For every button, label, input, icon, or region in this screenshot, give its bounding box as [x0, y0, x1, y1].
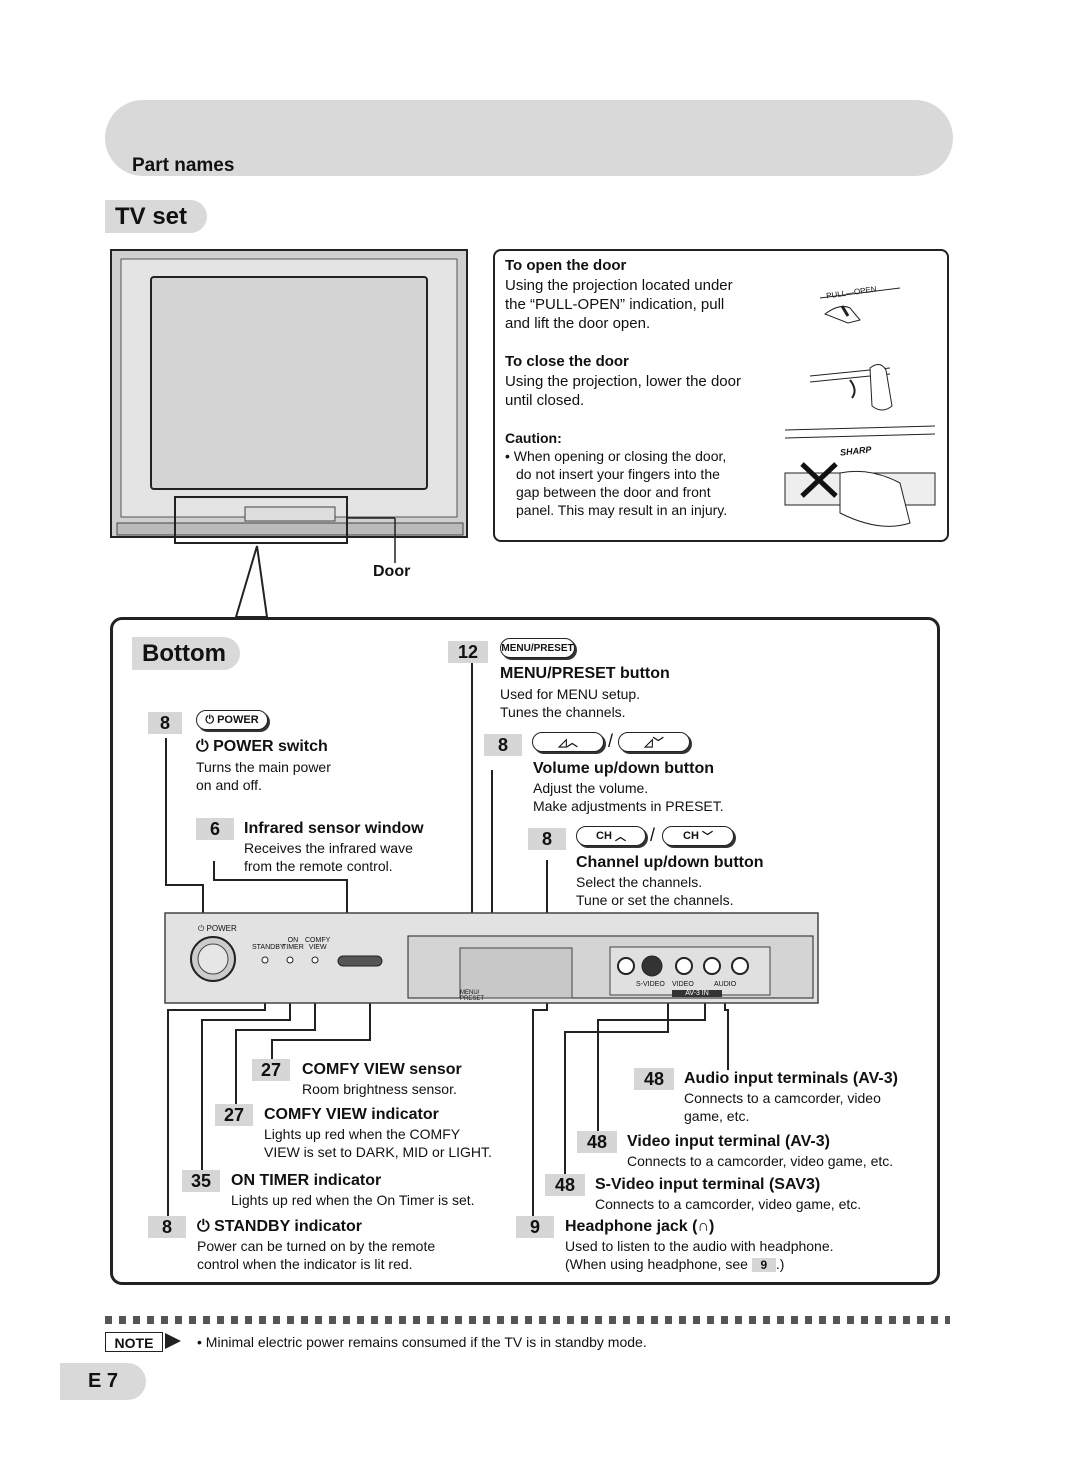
bottom-panel-diagram — [164, 660, 819, 1230]
power-page-ref: 8 — [148, 712, 182, 734]
panel-menu-preset-label: MENU/ PRESET — [460, 990, 485, 1002]
caution-text: • When opening or closing the door, do n… — [505, 448, 728, 518]
menu-page-ref: 12 — [448, 641, 488, 663]
door-info-box — [493, 249, 949, 542]
menu-text: Used for MENU setup.Tunes the channels. — [500, 686, 641, 720]
on-timer-text: Lights up red when the On Timer is set. — [231, 1192, 475, 1208]
panel-audio-label: AUDIO — [714, 981, 737, 988]
slash-separator: / — [650, 825, 656, 845]
standby-page-ref: 8 — [148, 1216, 186, 1238]
menu-preset-button-icon: MENU/PRESET — [500, 638, 575, 658]
volume-title: Volume up/down button — [533, 760, 714, 777]
section-title: Part names — [132, 155, 235, 176]
tvset-title: TV set — [105, 200, 207, 233]
header-bar — [105, 100, 953, 176]
door-label: Door — [373, 563, 411, 580]
video-in-text: Connects to a camcorder, video game, etc… — [627, 1153, 894, 1169]
panel-standby-label: STANDBY — [252, 944, 285, 951]
on-timer-title: ON TIMER indicator — [231, 1172, 382, 1189]
channel-page-ref: 8 — [528, 828, 566, 850]
note-badge: NOTE — [105, 1332, 163, 1352]
headphone-title: Headphone jack (∩) — [565, 1218, 715, 1235]
svideo-title: S-Video input terminal (SAV3) — [595, 1176, 821, 1193]
svideo-text: Connects to a camcorder, video game, etc… — [595, 1196, 862, 1212]
infrared-page-ref: 6 — [196, 818, 234, 840]
channel-title: Channel up/down button — [576, 854, 764, 871]
infrared-title: Infrared sensor window — [244, 820, 424, 837]
panel-svideo-label: S-VIDEO — [636, 981, 665, 988]
volume-up-icon: ◿︿ — [532, 732, 604, 752]
volume-text: Adjust the volume.Make adjustments in PR… — [533, 780, 724, 814]
page-number: E 7 — [60, 1363, 146, 1400]
headphone-ref-badge: 9 — [751, 1258, 776, 1272]
video-in-page-ref: 48 — [577, 1131, 617, 1153]
volume-down-icon: ◿﹀ — [618, 732, 690, 752]
panel-power-label: ⏻ POWER — [198, 924, 237, 933]
comfy-sensor-title: COMFY VIEW sensor — [302, 1061, 462, 1078]
caution-title: Caution: — [505, 430, 562, 446]
headphone-page-ref: 9 — [516, 1216, 554, 1238]
channel-up-icon: CH ︿ — [576, 826, 646, 846]
close-door-title: To close the door — [505, 353, 629, 370]
headphone-text: Used to listen to the audio with headpho… — [565, 1238, 834, 1272]
panel-av3-label: AV-3 IN — [672, 990, 722, 997]
power-switch-title: ⏻ POWER switch — [196, 738, 328, 755]
video-in-title: Video input terminal (AV-3) — [627, 1133, 830, 1150]
power-button-icon: ⏻ POWER — [196, 710, 268, 730]
comfy-indicator-page-ref: 27 — [215, 1104, 253, 1126]
on-timer-page-ref: 35 — [182, 1170, 220, 1192]
note-arrow-icon — [165, 1333, 181, 1349]
bottom-box — [110, 617, 940, 1285]
channel-text: Select the channels.Tune or set the chan… — [576, 874, 734, 908]
door-hand-illustrations — [784, 287, 936, 527]
note-text: • Minimal electric power remains consume… — [197, 1334, 647, 1350]
slash-separator: / — [608, 731, 614, 751]
dotted-divider — [105, 1316, 950, 1324]
svideo-page-ref: 48 — [545, 1174, 585, 1196]
menu-title: MENU/PRESET button — [500, 665, 670, 682]
standby-title: ⏻ STANDBY indicator — [197, 1218, 362, 1235]
channel-down-icon: CH ﹀ — [662, 826, 734, 846]
comfy-sensor-page-ref: 27 — [252, 1059, 290, 1081]
comfy-indicator-title: COMFY VIEW indicator — [264, 1106, 439, 1123]
audio-in-page-ref: 48 — [634, 1068, 674, 1090]
open-door-title: To open the door — [505, 257, 627, 274]
tv-illustration — [110, 249, 468, 618]
bottom-title: Bottom — [132, 637, 240, 670]
audio-in-title: Audio input terminals (AV-3) — [684, 1070, 898, 1087]
comfy-sensor-text: Room brightness sensor. — [302, 1081, 457, 1097]
volume-page-ref: 8 — [484, 734, 522, 756]
panel-video-label: VIDEO — [672, 981, 694, 988]
